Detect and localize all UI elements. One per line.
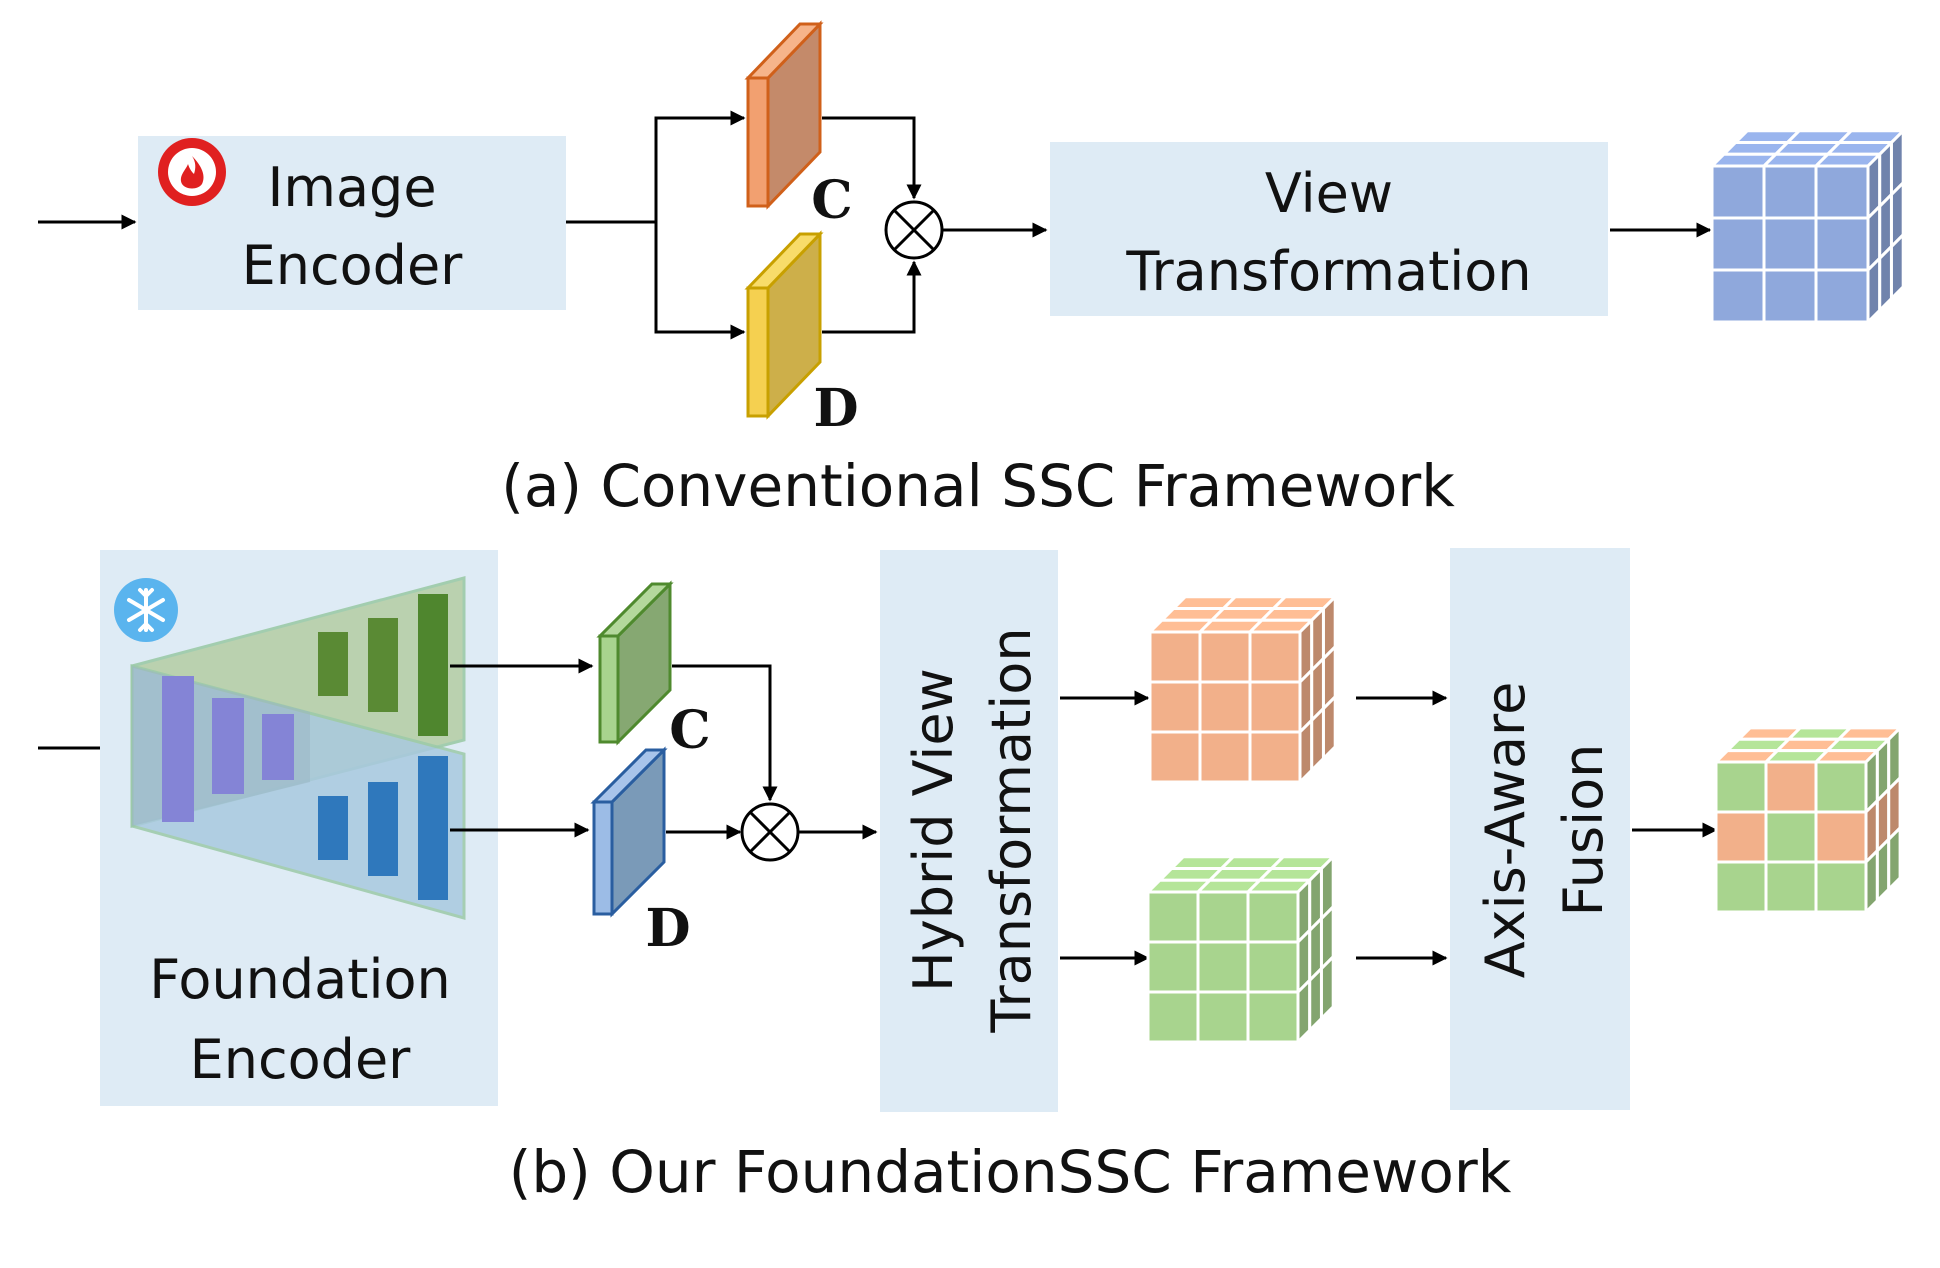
bottom-d-label: D	[645, 898, 690, 959]
view-transformation-label-2: Transformation	[1125, 240, 1531, 303]
voxel-cell	[1198, 730, 1252, 784]
top-branch-d-arrow	[654, 222, 746, 340]
voxel-cell	[1764, 810, 1818, 864]
voxel-cell	[1196, 940, 1250, 994]
hybrid-view-transformation-box	[880, 550, 1058, 1112]
voxel-cell	[1198, 680, 1252, 734]
voxel-cell	[1248, 680, 1302, 734]
top-branch-c-arrow	[654, 110, 746, 222]
voxel-cell	[1762, 164, 1818, 220]
orange-voxel-cube	[1146, 593, 1339, 786]
purple-layer-bar	[262, 714, 294, 780]
snowflake-icon	[114, 578, 178, 642]
voxel-cell	[1148, 680, 1202, 734]
top-d-to-mult-arrow	[822, 260, 922, 334]
hybrid-view-transformation-label-1: Hybrid View	[902, 668, 965, 992]
voxel-cell	[1866, 254, 1882, 326]
voxel-cell	[1875, 835, 1891, 905]
voxel-cell	[1762, 268, 1818, 324]
voxel-cell	[1148, 730, 1202, 784]
purple-layer-bar	[212, 698, 244, 794]
voxel-cell	[1246, 940, 1300, 994]
voxel-cell	[1148, 630, 1202, 684]
voxel-cell	[1714, 810, 1768, 864]
voxel-cell	[1762, 216, 1818, 272]
blue-layer-bar	[318, 796, 348, 860]
voxel-cell	[1710, 164, 1766, 220]
top-voxel-cube	[1708, 127, 1907, 326]
flame-icon	[158, 138, 226, 206]
voxel-cell	[1308, 964, 1323, 1034]
voxel-cell	[1878, 242, 1893, 314]
green-layer-bar	[418, 594, 448, 736]
bottom-d-feature-plate	[590, 746, 668, 918]
green-voxel-cube	[1144, 853, 1337, 1046]
top-d-label: D	[813, 378, 858, 439]
voxel-cell	[1714, 760, 1768, 814]
voxel-cell	[1887, 824, 1902, 893]
top-d-feature-plate	[744, 230, 824, 420]
voxel-cell	[1248, 730, 1302, 784]
hybrid-view-transformation-label-2: Transformation	[980, 627, 1043, 1033]
voxel-cell	[1248, 630, 1302, 684]
voxel-cell	[1296, 976, 1312, 1046]
voxel-cell	[1864, 847, 1879, 916]
voxel-cell	[1889, 231, 1905, 303]
voxel-cell	[1814, 810, 1868, 864]
voxel-cell	[1196, 990, 1250, 1044]
bottom-multiply-operator	[740, 802, 800, 862]
voxel-cell	[1710, 268, 1766, 324]
blue-layer-bar	[418, 756, 448, 900]
image-encoder-label-2: Encoder	[242, 234, 464, 297]
top-caption: (a) Conventional SSC Framework	[501, 452, 1455, 520]
blue-layer-bar	[368, 782, 398, 876]
voxel-cell	[1298, 716, 1314, 786]
voxel-cell	[1196, 890, 1250, 944]
top-multiply-operator	[884, 200, 944, 260]
voxel-cell	[1764, 860, 1818, 914]
voxel-cell	[1319, 953, 1335, 1023]
voxel-cell	[1714, 860, 1768, 914]
voxel-cell	[1246, 890, 1300, 944]
bottom-c-to-mult-arrow	[672, 664, 778, 802]
voxel-cell	[1814, 860, 1868, 914]
voxel-cell	[1814, 164, 1870, 220]
top-c-label: C	[811, 170, 852, 231]
top-c-feature-plate	[744, 20, 824, 210]
voxel-cell	[1814, 216, 1870, 272]
voxel-cell	[1321, 693, 1337, 763]
axis-aware-fusion-box	[1450, 548, 1630, 1110]
bottom-caption: (b) Our FoundationSSC Framework	[509, 1138, 1512, 1206]
top-c-to-mult-arrow	[822, 116, 922, 200]
voxel-cell	[1146, 890, 1200, 944]
axis-aware-fusion-label-1: Axis-Aware	[1474, 682, 1537, 979]
voxel-cell	[1146, 940, 1200, 994]
top-section: Image Encoder C D Vi	[38, 20, 1907, 520]
view-transformation-label-1: View	[1265, 162, 1393, 225]
voxel-cell	[1710, 216, 1766, 272]
voxel-cell	[1198, 630, 1252, 684]
axis-aware-fusion-label-2: Fusion	[1552, 744, 1615, 917]
voxel-cell	[1310, 704, 1325, 774]
voxel-cell	[1246, 990, 1300, 1044]
foundation-encoder-label-2: Encoder	[190, 1028, 412, 1091]
image-encoder-label-1: Image	[267, 156, 436, 219]
bottom-c-feature-plate	[596, 580, 674, 746]
voxel-cell	[1764, 760, 1818, 814]
voxel-cell	[1146, 990, 1200, 1044]
bottom-c-label: C	[669, 700, 710, 761]
voxel-cell	[1814, 268, 1870, 324]
green-layer-bar	[368, 618, 398, 712]
view-transformation-box	[1050, 142, 1608, 316]
foundation-encoder-label-1: Foundation	[149, 948, 450, 1011]
voxel-cell	[1814, 760, 1868, 814]
purple-layer-bar	[162, 676, 194, 822]
fused-voxel-cube	[1712, 724, 1904, 916]
green-layer-bar	[318, 632, 348, 696]
bottom-section: Foundation Encoder C D Hybrid	[38, 548, 1904, 1206]
